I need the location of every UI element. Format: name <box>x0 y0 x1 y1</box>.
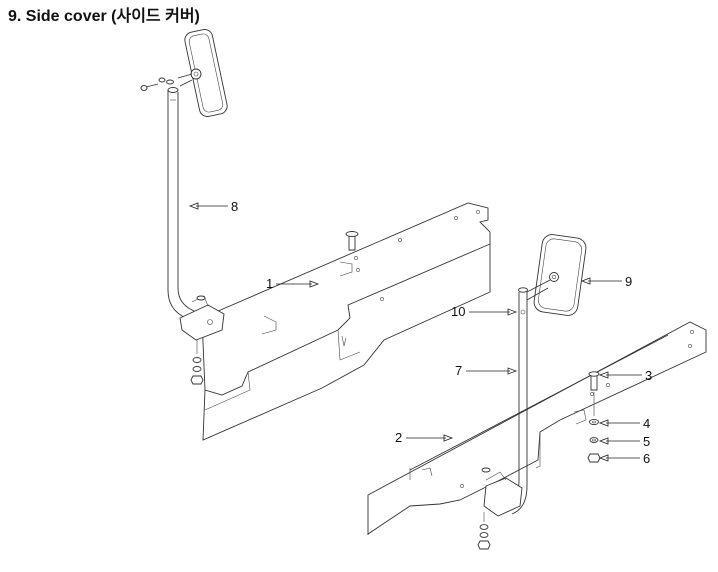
callout-10: 10 <box>451 304 518 319</box>
callout-7-label: 7 <box>455 363 462 378</box>
left-mirror-bolt-icon <box>140 77 174 91</box>
callout-5: 5 <box>598 434 650 449</box>
callout-1-label: 1 <box>266 276 273 291</box>
right-side-cover-panel <box>367 321 707 535</box>
left-side-cover-panel <box>201 202 491 441</box>
callout-10-label: 10 <box>451 304 465 319</box>
callout-9-label: 9 <box>625 274 632 289</box>
callout-4: 4 <box>598 416 650 431</box>
spring-washer-icon <box>589 437 599 443</box>
washer-icon <box>589 392 599 426</box>
right-mirror-icon <box>526 234 587 316</box>
left-panel-bolt-icon <box>345 231 359 251</box>
callout-9: 9 <box>580 274 632 289</box>
nut-icon <box>587 453 601 463</box>
right-lower-fasteners <box>477 512 491 550</box>
left-washer-icon <box>192 340 202 372</box>
callout-7: 7 <box>455 363 518 378</box>
callout-6-label: 6 <box>643 451 650 466</box>
callout-1: 1 <box>266 276 320 291</box>
page-title: 9. Side cover (사이드 커버) <box>8 8 200 25</box>
left-nut-icon <box>190 375 204 385</box>
left-mirror-stay <box>167 87 225 341</box>
callout-3: 3 <box>598 368 652 383</box>
left-mirror-icon <box>177 29 228 117</box>
callout-8-label: 8 <box>231 199 238 214</box>
callout-2-label: 2 <box>395 430 402 445</box>
callout-2: 2 <box>395 430 454 445</box>
bolt-icon <box>588 371 600 391</box>
callout-4-label: 4 <box>643 416 650 431</box>
right-mirror-stay <box>481 287 528 517</box>
callout-6: 6 <box>598 451 650 466</box>
callout-5-label: 5 <box>643 434 650 449</box>
callout-3-label: 3 <box>645 368 652 383</box>
callout-8: 8 <box>188 199 238 214</box>
